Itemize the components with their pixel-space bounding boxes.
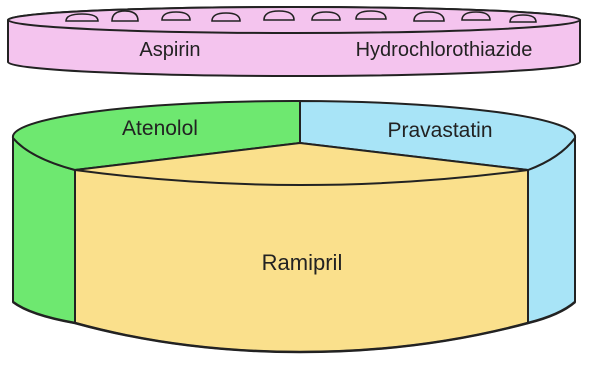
granule bbox=[510, 15, 536, 22]
granule bbox=[462, 12, 490, 20]
ramipril-front-face bbox=[75, 143, 528, 352]
aspirin-label: Aspirin bbox=[139, 39, 200, 61]
atenolol-label: Atenolol bbox=[122, 117, 198, 140]
granule bbox=[312, 12, 340, 20]
ramipril-label: Ramipril bbox=[262, 250, 343, 275]
granule bbox=[414, 12, 444, 21]
granule bbox=[66, 14, 98, 21]
granule bbox=[264, 11, 294, 20]
cylinder: Atenolol Pravastatin Ramipril bbox=[13, 101, 575, 352]
granule bbox=[112, 11, 138, 21]
granule bbox=[212, 13, 240, 21]
granule bbox=[356, 11, 386, 19]
granule bbox=[162, 12, 190, 20]
pravastatin-label: Pravastatin bbox=[387, 119, 492, 142]
hydrochlorothiazide-label: Hydrochlorothiazide bbox=[356, 39, 533, 61]
top-disc: Aspirin Hydrochlorothiazide bbox=[8, 7, 580, 76]
